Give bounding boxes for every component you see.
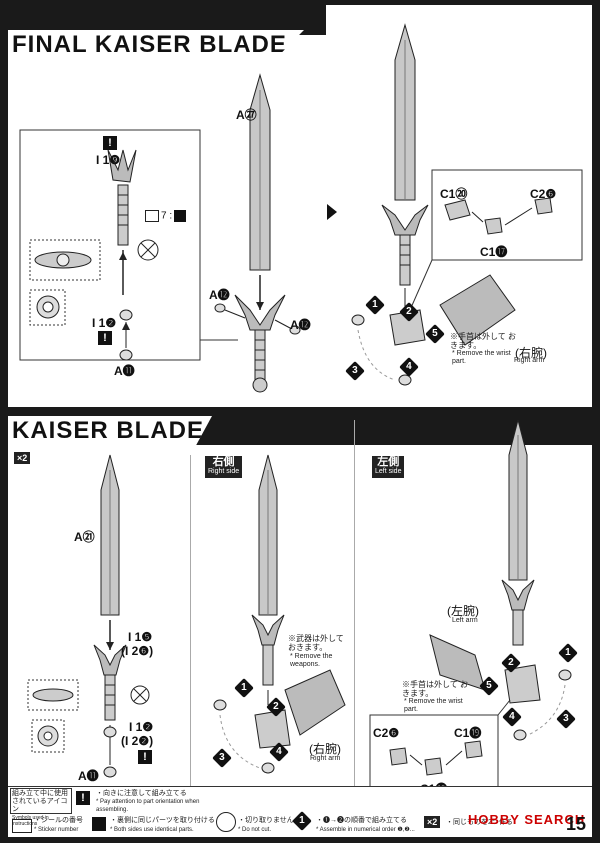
- legend-nocut-en: * Do not cut.: [238, 827, 272, 833]
- kaiser-wrist-note-jp: ※手首は外して おきます。: [402, 680, 468, 698]
- legend-box-jp: 組み立て中に使用されているアイコン: [12, 790, 68, 813]
- divider-left: [190, 455, 191, 805]
- part-label-a21: A㉑: [74, 530, 95, 544]
- part-label-a27: A㉗: [236, 108, 257, 122]
- kaiser-left-step-5-num: 5: [486, 680, 492, 691]
- legend-both-en: * Both sides use identical parts.: [110, 827, 194, 833]
- part-label-a11-kaiser: A⓫: [78, 769, 99, 783]
- legend-x2-icon: ×2: [424, 816, 441, 828]
- watermark-logo: HOBBY SEARCH: [468, 812, 586, 827]
- left-side-jp: 左側: [377, 456, 400, 468]
- part-label-i12: I 1❷: [129, 720, 154, 734]
- legend-sticker-jp: ・シールの番号: [34, 817, 83, 824]
- kaiser-left-step-3-num: 3: [563, 713, 569, 724]
- legend-sticker-en: * Sticker number: [34, 827, 79, 833]
- section-title-kaiser-blade: KAISER BLADE: [8, 416, 212, 446]
- divider-right: [354, 420, 355, 805]
- kaiser-right-step-3-num: 3: [219, 752, 225, 763]
- kaiser-right-side-diagram: [213, 454, 346, 774]
- cutter-number: 7 :: [161, 210, 173, 222]
- part-label-c1-20: C1⑳: [440, 187, 468, 201]
- part-label-i12: I 1❷: [92, 316, 117, 330]
- right-side-jp: 右側: [212, 456, 235, 468]
- legend-symbols-box: 組み立て中に使用されているアイコン Symbols used in instru…: [10, 788, 72, 827]
- kaiser-wrist-note-en: * Remove the wrist part.: [404, 698, 463, 713]
- part-label-a11: A⓫: [114, 364, 135, 378]
- step-1-number: 1: [372, 299, 378, 310]
- cutter-icon: [145, 210, 159, 222]
- kaiser-left-step-4-num: 4: [509, 711, 515, 722]
- left-side-en: Left side: [375, 468, 402, 475]
- kaiser-right-arm-en: Right arm: [310, 755, 341, 762]
- final-sword-blade-diagram: [214, 73, 301, 393]
- kaiser-part-c1-19: C1⓳: [454, 726, 482, 740]
- legend-attention-icon: !: [76, 791, 90, 805]
- kaiser-right-step-1-num: 1: [241, 682, 247, 693]
- legend-box-en: Symbols used in instructions: [12, 815, 49, 827]
- legend-both-jp: ・裏側に同じパーツを取り付ける: [110, 817, 215, 824]
- legend-both-sides-icon: [92, 817, 106, 831]
- part-label-c2-6: C2❻: [530, 187, 557, 201]
- wrist-note-jp: ※手首は外して おきます。: [450, 332, 516, 350]
- legend-order-jp: ・❶→❷の順番で組み立てる: [316, 817, 407, 824]
- attention-icon-2: !: [98, 331, 112, 345]
- kaiser-right-step-4-num: 4: [276, 746, 282, 757]
- part-label-i19: I 1❾: [96, 153, 121, 167]
- kaiser-left-step-1-num: 1: [565, 647, 571, 658]
- right-arm-label-en: Right arm: [514, 357, 545, 364]
- attention-icon: !: [103, 136, 117, 150]
- part-label-i15: I 1❺: [128, 630, 153, 644]
- legend-no-cut-icon: [216, 812, 236, 832]
- weapon-note-en: * Remove the weapons.: [290, 653, 333, 668]
- step-2-number: 2: [406, 306, 412, 317]
- kaiser-right-step-2-num: 2: [273, 701, 279, 712]
- legend-order-en: * Assemble in numerical order ❶,❷...: [316, 827, 415, 833]
- sticker-cutter-label: 7 :: [145, 210, 187, 222]
- both-sides-icon: [174, 210, 187, 222]
- step-5-number: 5: [432, 328, 438, 339]
- right-arm-label-jp: (右腕): [515, 346, 547, 360]
- part-label-i15-alt: (I 2❻): [121, 644, 154, 658]
- attention-icon-3: !: [138, 750, 152, 764]
- final-arm-assembly-diagram: [351, 23, 583, 386]
- page-number: 15: [566, 814, 587, 834]
- part-label-a12-left: A⓬: [209, 288, 230, 302]
- kaiser-left-arm-jp: (左腕): [447, 604, 479, 618]
- right-side-en: Right side: [208, 468, 240, 475]
- part-label-c1-17: C1⓱: [480, 245, 508, 259]
- kaiser-left-step-2-num: 2: [508, 657, 514, 668]
- step-3-number: 3: [352, 365, 358, 376]
- legend-attention-en: * Pay attention to part orientation when…: [96, 799, 200, 813]
- legend-sticker-icon: [12, 819, 32, 833]
- step-arrow-icon: [327, 204, 337, 220]
- wrist-note-en: * Remove the wrist part.: [452, 350, 511, 365]
- kaiser-part-c2-6: C2❻: [373, 726, 400, 740]
- kaiser-left-arm-en: Left arm: [452, 617, 478, 624]
- legend-attention-jp: ・向きに注意して組み立てる: [96, 790, 187, 797]
- part-label-i12-alt: (I 2❷): [121, 734, 154, 748]
- legend-x2-jp: ・同じものを2つ作る: [446, 819, 513, 826]
- final-handle-detail-diagram: [19, 129, 238, 361]
- step-4-number: 4: [406, 361, 412, 372]
- quantity-x2-badge: ×2: [14, 452, 31, 464]
- section-title-final-kaiser-blade: FINAL KAISER BLADE: [8, 30, 304, 60]
- weapon-note-jp: ※武器は外して おきます。: [288, 634, 344, 652]
- kaiser-sword-diagram: [27, 454, 150, 778]
- legend-nocut-jp: ・切り取りません: [238, 817, 294, 824]
- kaiser-right-arm-jp: (右腕): [309, 742, 341, 756]
- kaiser-left-side-diagram: [369, 419, 572, 798]
- part-label-a12-right: A⓬: [290, 318, 311, 332]
